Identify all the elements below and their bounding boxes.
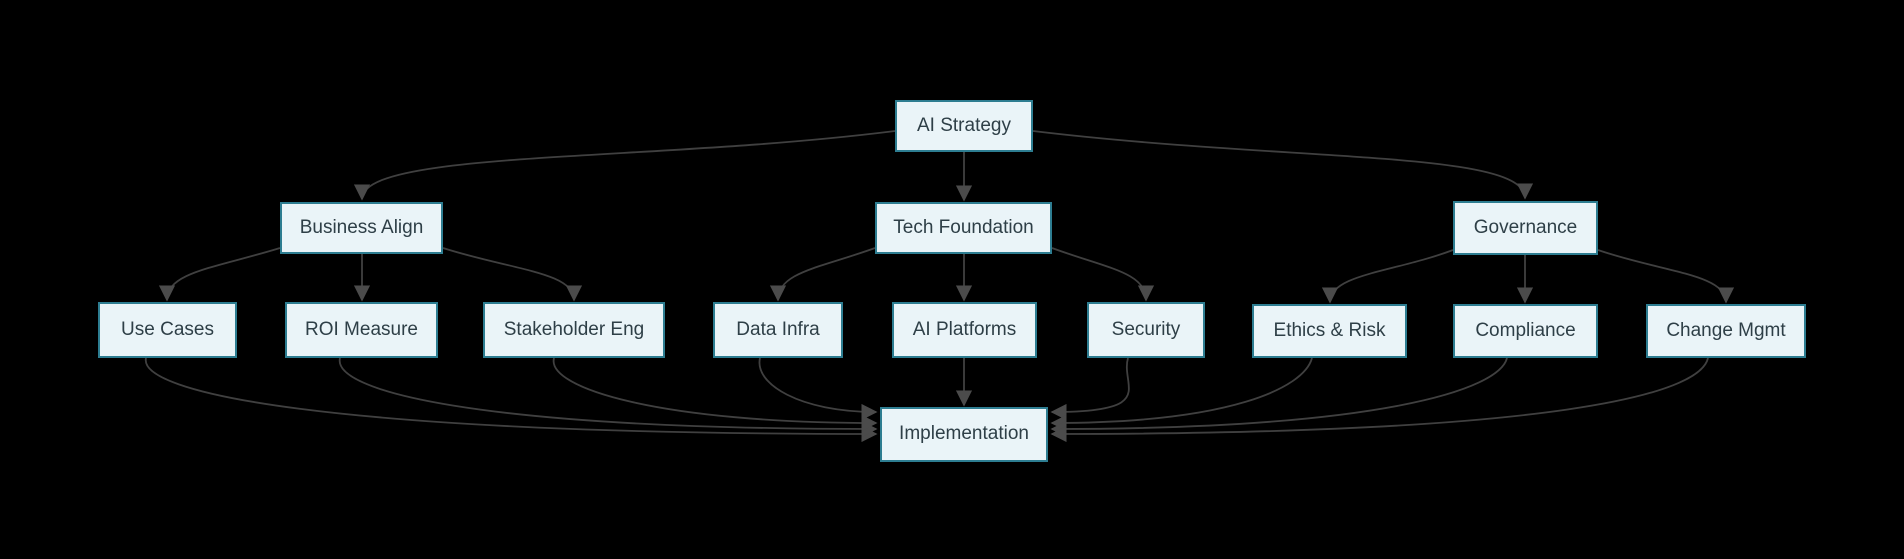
node-roi-measure: ROI Measure [285, 302, 438, 358]
edge-business-align-to-use-cases [158, 247, 281, 302]
node-label: ROI Measure [305, 318, 418, 340]
edge-governance-to-change-mgmt [1597, 249, 1735, 304]
node-implementation: Implementation [880, 407, 1048, 462]
node-label: AI Platforms [912, 318, 1017, 340]
edge-group [144, 130, 1735, 443]
edge-tech-foundation-to-data-infra [769, 247, 876, 302]
node-ai-strategy: AI Strategy [895, 100, 1033, 152]
node-use-cases: Use Cases [98, 302, 237, 358]
edge-stakeholder-eng-to-implementation [552, 357, 878, 432]
node-label: Tech Foundation [893, 216, 1034, 238]
node-tech-foundation: Tech Foundation [875, 202, 1052, 254]
edge-roi-measure-to-implementation [338, 357, 878, 438]
edge-ai-strategy-to-business-align [353, 130, 896, 201]
node-label: Compliance [1475, 319, 1576, 341]
node-governance: Governance [1453, 201, 1598, 255]
node-compliance: Compliance [1453, 304, 1598, 358]
edge-tech-foundation-to-security [1051, 247, 1155, 302]
node-label: Stakeholder Eng [503, 318, 645, 340]
edge-governance-to-ethics-risk [1321, 249, 1454, 304]
node-label: Implementation [899, 423, 1029, 445]
node-label: AI Strategy [917, 114, 1011, 136]
edge-business-align-to-stakeholder-eng [442, 247, 583, 302]
node-data-infra: Data Infra [713, 302, 843, 358]
node-label: Change Mgmt [1666, 319, 1786, 341]
node-ethics-risk: Ethics & Risk [1252, 304, 1407, 358]
node-label: Ethics & Risk [1273, 319, 1386, 341]
edge-security-to-implementation [1050, 357, 1130, 421]
node-security: Security [1087, 302, 1205, 358]
edge-use-cases-to-implementation [144, 357, 878, 443]
node-label: Governance [1473, 216, 1578, 238]
node-label: Use Cases [121, 318, 214, 340]
edge-ethics-risk-to-implementation [1050, 357, 1313, 432]
node-label: Security [1111, 318, 1181, 340]
edge-data-infra-to-implementation [758, 357, 878, 421]
node-stakeholder-eng: Stakeholder Eng [483, 302, 665, 358]
node-business-align: Business Align [280, 202, 443, 254]
edge-ai-strategy-to-governance [1032, 130, 1534, 200]
node-change-mgmt: Change Mgmt [1646, 304, 1806, 358]
edge-compliance-to-implementation [1050, 357, 1508, 438]
edge-change-mgmt-to-implementation [1050, 357, 1709, 443]
node-label: Data Infra [736, 318, 820, 340]
node-label: Business Align [299, 216, 424, 238]
node-ai-platforms: AI Platforms [892, 302, 1037, 358]
